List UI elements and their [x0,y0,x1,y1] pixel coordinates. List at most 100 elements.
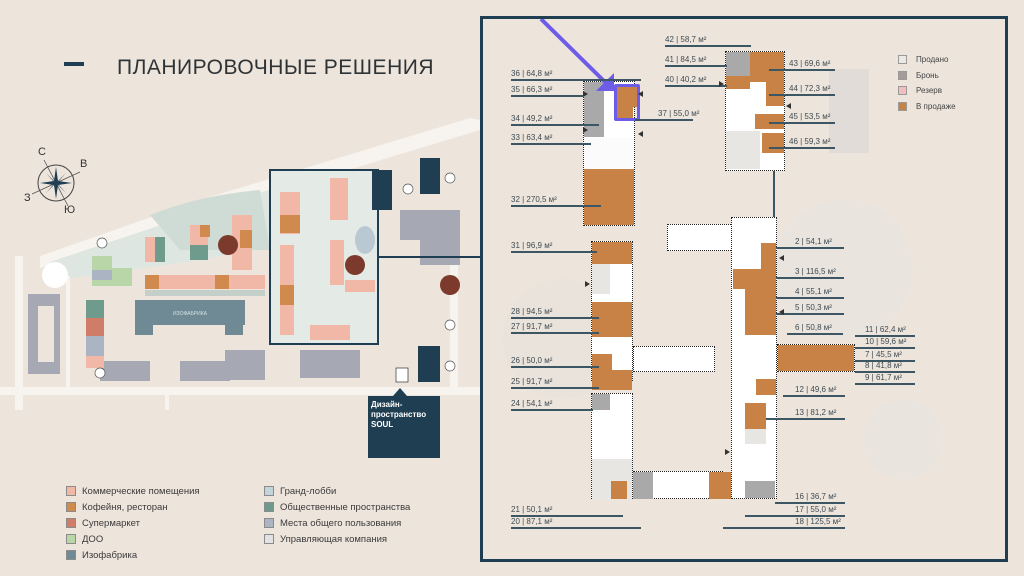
unit-27-28[interactable] [592,302,632,337]
unit-label-40: 40 | 40,2 м² [665,75,707,84]
unit-25[interactable] [592,370,632,390]
unit-4[interactable] [745,289,776,304]
unit-2[interactable] [761,243,776,269]
unit-label-44: 44 | 72,3 м² [789,84,831,93]
leader-5 [776,313,844,315]
unit-6[interactable] [745,319,776,335]
unit-label-35: 35 | 66,3 м² [511,85,553,94]
leader-34 [511,124,599,126]
leader-40 [665,85,727,87]
unit-35-36[interactable] [584,82,604,137]
compass-east-label: В [80,158,88,170]
unit-label-3: 3 | 116,5 м² [795,267,836,276]
entry-arrow-icon [638,131,643,137]
entry-arrow-icon [786,103,791,109]
connector-line [378,256,482,258]
unit-label-33: 33 | 63,4 м² [511,133,553,142]
compass-south-label: Ю [64,204,76,216]
compass: С В Ю З [22,146,102,222]
legend-item-common-areas: Места общего пользования [264,515,410,531]
unit-32[interactable] [584,169,634,225]
unit-label-7: 7 | 45,5 м² [865,350,902,359]
unit-label-26: 26 | 50,0 м² [511,356,553,365]
leader-21 [511,515,623,517]
unit-24[interactable] [592,394,610,410]
unit-40[interactable] [726,76,750,89]
unit-label-32: 32 | 270,5 м² [511,195,557,204]
pavilion-north [667,224,733,251]
unit-label-28: 28 | 94,5 м² [511,307,553,316]
unit-29-30[interactable] [592,264,610,294]
soul-callout[interactable]: Дизайн- пространство SOUL [368,396,440,458]
unit-label-10: 10 | 59,6 м² [865,337,907,346]
unit-label-46: 46 | 59,3 м² [789,137,831,146]
leader-6 [787,333,843,335]
unit-12[interactable] [756,379,776,395]
leader-16 [775,502,845,504]
unit-21[interactable] [611,481,627,499]
status-booked: Бронь [898,68,956,84]
unit-45[interactable] [755,114,784,129]
unit-20[interactable] [633,472,653,499]
unit-5[interactable] [745,304,776,319]
unit-label-27: 27 | 91,7 м² [511,322,553,331]
leader-18 [723,527,845,529]
unit-36-highlight[interactable] [616,87,637,107]
unit-37[interactable] [617,107,633,119]
page-title: ПЛАНИРОВОЧНЫЕ РЕШЕНИЯ [117,56,434,79]
floorplan-panel: Продано Бронь Резерв В продаже [480,16,1008,562]
unit-label-41: 41 | 84,5 м² [665,55,707,64]
selected-unit-outline[interactable] [614,84,640,121]
swatch-icon [66,534,76,544]
leader-2 [776,247,844,249]
svg-text:ИЗОФАБРИКА: ИЗОФАБРИКА [173,311,208,317]
unit-41[interactable] [726,52,750,76]
legend-item-management: Управляющая компания [264,531,410,547]
soul-decor-lines [368,430,440,454]
unit-26[interactable] [592,354,612,370]
leader-13 [766,418,845,420]
leader-26 [511,366,599,368]
swatch-icon [66,518,76,528]
legend-item-public-spaces: Общественные пространства [264,499,410,515]
unit-13[interactable] [745,403,766,429]
category-legend-col1: Коммерческие помещения Кофейня, ресторан… [66,483,200,563]
leader-9 [855,383,915,385]
unit-label-42: 42 | 58,7 м² [665,35,707,44]
leader-36 [511,79,641,81]
status-legend: Продано Бронь Резерв В продаже [898,52,956,114]
unit-label-9: 9 | 61,7 м² [865,373,902,382]
leader-17 [745,515,845,517]
unit-3[interactable] [733,269,776,289]
highlight-arrow-icon [539,19,614,91]
entry-arrow-icon [719,81,724,87]
leader-28 [511,317,599,319]
unit-label-20: 20 | 87,1 м² [511,517,553,526]
unit-42-43[interactable] [750,52,784,82]
swatch-icon [264,502,274,512]
unit-31[interactable] [592,242,632,264]
unit-label-11: 11 | 62,4 м² [865,325,906,334]
unit-label-8: 8 | 41,8 м² [865,361,902,370]
compass-north-label: С [38,146,46,158]
unit-7-11[interactable] [778,345,854,371]
unit-label-21: 21 | 50,1 м² [511,505,553,514]
lobby-b [726,131,760,169]
unit-label-2: 2 | 54,1 м² [795,237,832,246]
leader-43 [769,69,835,71]
unit-label-25: 25 | 91,7 м² [511,377,553,386]
swatch-icon [898,70,907,80]
unit-label-12: 12 | 49,6 м² [795,385,837,394]
leader-7 [855,360,915,362]
unit-label-5: 5 | 50,3 м² [795,303,832,312]
category-legend-col2: Гранд-лобби Общественные пространства Ме… [264,483,410,547]
unit-16-17[interactable] [745,481,775,498]
legend-item-supermarket: Супермаркет [66,515,200,531]
unit-46[interactable] [762,133,784,153]
status-sold: Продано [898,52,956,68]
swatch-icon [264,518,274,528]
swatch-icon [264,486,274,496]
legend-item-cafe: Кофейня, ресторан [66,499,200,515]
unit-label-16: 16 | 36,7 м² [795,492,837,501]
entry-arrow-icon [725,449,730,455]
